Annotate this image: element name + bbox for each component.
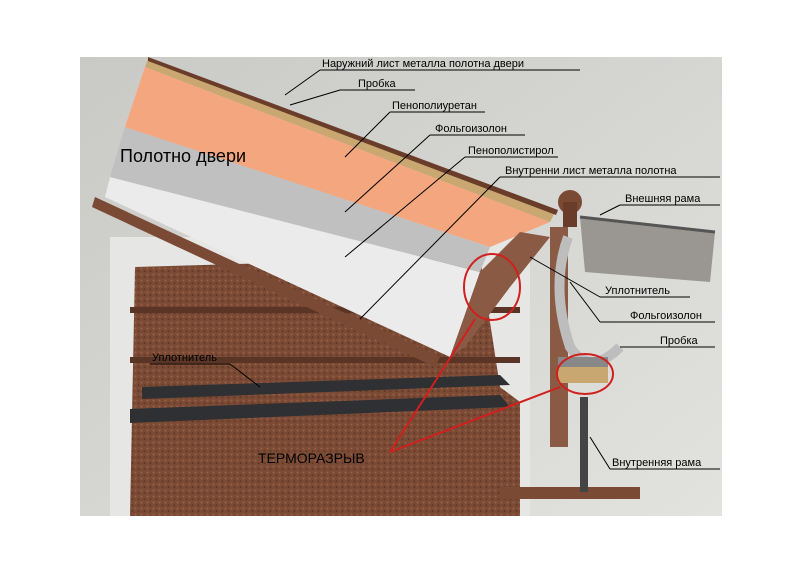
thermal-break-circle-1 [463, 253, 521, 321]
label-thermal-break: ТЕРМОРАЗРЫВ [258, 450, 365, 466]
label-door-leaf: Полотно двери [120, 146, 247, 166]
label-outer-sheet: Наружний лист металла полотна двери [322, 58, 525, 70]
door-leaf-sandwich [92, 57, 558, 367]
cork-layer [145, 59, 555, 222]
label-seal-right: Уплотнитель [605, 285, 670, 297]
cork-block-right [558, 367, 608, 383]
label-cork-right: Пробка [660, 335, 698, 347]
label-inner-sheet: Внутренни лист металла полотна [505, 165, 677, 177]
bolt [580, 397, 588, 492]
polyurethane-layer [125, 67, 550, 247]
label-polystyrene: Пенополистирол [468, 145, 554, 157]
label-foil-insulation-top: Фольгоизолон [435, 123, 507, 135]
inner-metal-edge [450, 232, 550, 357]
door-cross-section-photo: Наружний лист металла полотна двери Проб… [80, 57, 722, 516]
label-cork-top: Пробка [358, 78, 396, 90]
foil-layer [110, 127, 490, 272]
label-outer-frame: Внешняя рама [625, 193, 701, 205]
outer-frame-profile [580, 217, 715, 282]
label-foil-insulation-right: Фольгоизолон [630, 310, 702, 322]
seal-strip-lower [130, 395, 510, 423]
label-polyurethane: Пенополиуретан [392, 100, 477, 112]
door-cross-section-illustration [80, 57, 722, 516]
thermal-break-circle-2 [556, 353, 614, 395]
polystyrene-layer [105, 177, 480, 357]
label-inner-frame: Внутренняя рама [612, 457, 702, 469]
label-seal-left: Уплотнитель [152, 352, 217, 364]
seal-strip-upper [142, 375, 510, 399]
